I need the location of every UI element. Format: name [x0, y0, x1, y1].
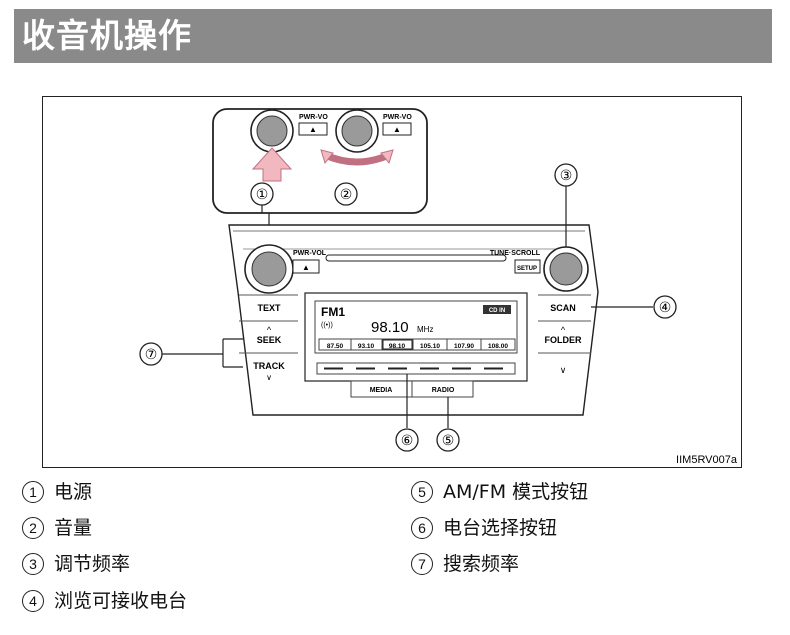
preset-1: 87.50 [327, 343, 344, 350]
rotate-arrow-left-head [320, 149, 334, 165]
section-title-bar: 收音机操作 [14, 9, 772, 63]
press-arrow-icon [251, 147, 293, 182]
display-stereo: ((•)) [321, 322, 333, 329]
preset-4: 105.10 [420, 343, 440, 350]
callout-6: ⑥ [401, 432, 414, 448]
callout-2: ② [340, 186, 353, 202]
inset-knob-1-cap [256, 115, 288, 147]
radio-button: RADIO [432, 387, 455, 394]
preset-3: 98.10 [389, 343, 406, 350]
folder-up-chevron: ^ [561, 325, 566, 335]
radio-illustration: PWR-VO ▲ PWR-VO ▲ ① ② PWR-VOL ▲ [139, 108, 738, 466]
folder-button: FOLDER [545, 335, 582, 345]
display-frequency: 98.10 [371, 319, 409, 336]
seek-button: SEEK [257, 335, 282, 345]
rotate-arrow-icon [323, 151, 391, 166]
track-button: TRACK [253, 361, 285, 371]
inset-eject-button-1 [298, 122, 328, 136]
page-title: 收音机操作 [22, 16, 192, 55]
inset-knob-2-cap [341, 115, 373, 147]
callout-4: ④ [659, 299, 672, 315]
cd-in-badge [483, 305, 511, 314]
preset-6: 108.00 [488, 343, 508, 350]
scan-button: SCAN [550, 303, 576, 313]
text-button: TEXT [257, 303, 281, 313]
inset-eject-button-2 [382, 122, 412, 136]
preset-5: 107.90 [454, 343, 474, 350]
cd-slot [325, 254, 507, 262]
eject-icon: ▲ [302, 263, 310, 272]
image-code: IIM5RV007a [676, 454, 738, 466]
setup-button [514, 259, 541, 274]
tune-scroll-label: TUNE·SCROLL [490, 250, 541, 257]
callout-3: ③ [560, 167, 573, 183]
callout-5: ⑤ [442, 432, 455, 448]
eject-button [292, 259, 320, 274]
display-unit: MHz [417, 325, 433, 334]
setup-label: SETUP [517, 266, 537, 272]
cd-in-badge-text: CD IN [489, 308, 505, 314]
preset-row: 87.50 93.10 98.10 105.10 107.90 108.00 [318, 338, 516, 351]
inset-pwr-vol-label-2: PWR-VO [383, 114, 412, 121]
radio-figure: PWR-VO ▲ PWR-VO ▲ ① ② PWR-VOL ▲ [42, 96, 742, 468]
track-down-chevron: ∨ [266, 373, 272, 382]
display-band: FM1 [321, 305, 345, 319]
inset-eject-icon-2: ▲ [393, 125, 401, 134]
down-button: ∨ [560, 365, 567, 375]
callout-7: ⑦ [145, 346, 158, 362]
pwr-vol-label: PWR-VOL [293, 250, 327, 257]
media-button: MEDIA [370, 387, 393, 394]
preset-buttons [316, 362, 516, 375]
rotate-arrow-right-head [380, 149, 394, 165]
inset-pwr-vol-label-1: PWR-VO [299, 114, 328, 121]
preset-2: 93.10 [358, 343, 375, 350]
seek-up-chevron: ^ [267, 325, 272, 335]
inset-eject-icon-1: ▲ [309, 125, 317, 134]
callout-1: ① [256, 186, 269, 202]
